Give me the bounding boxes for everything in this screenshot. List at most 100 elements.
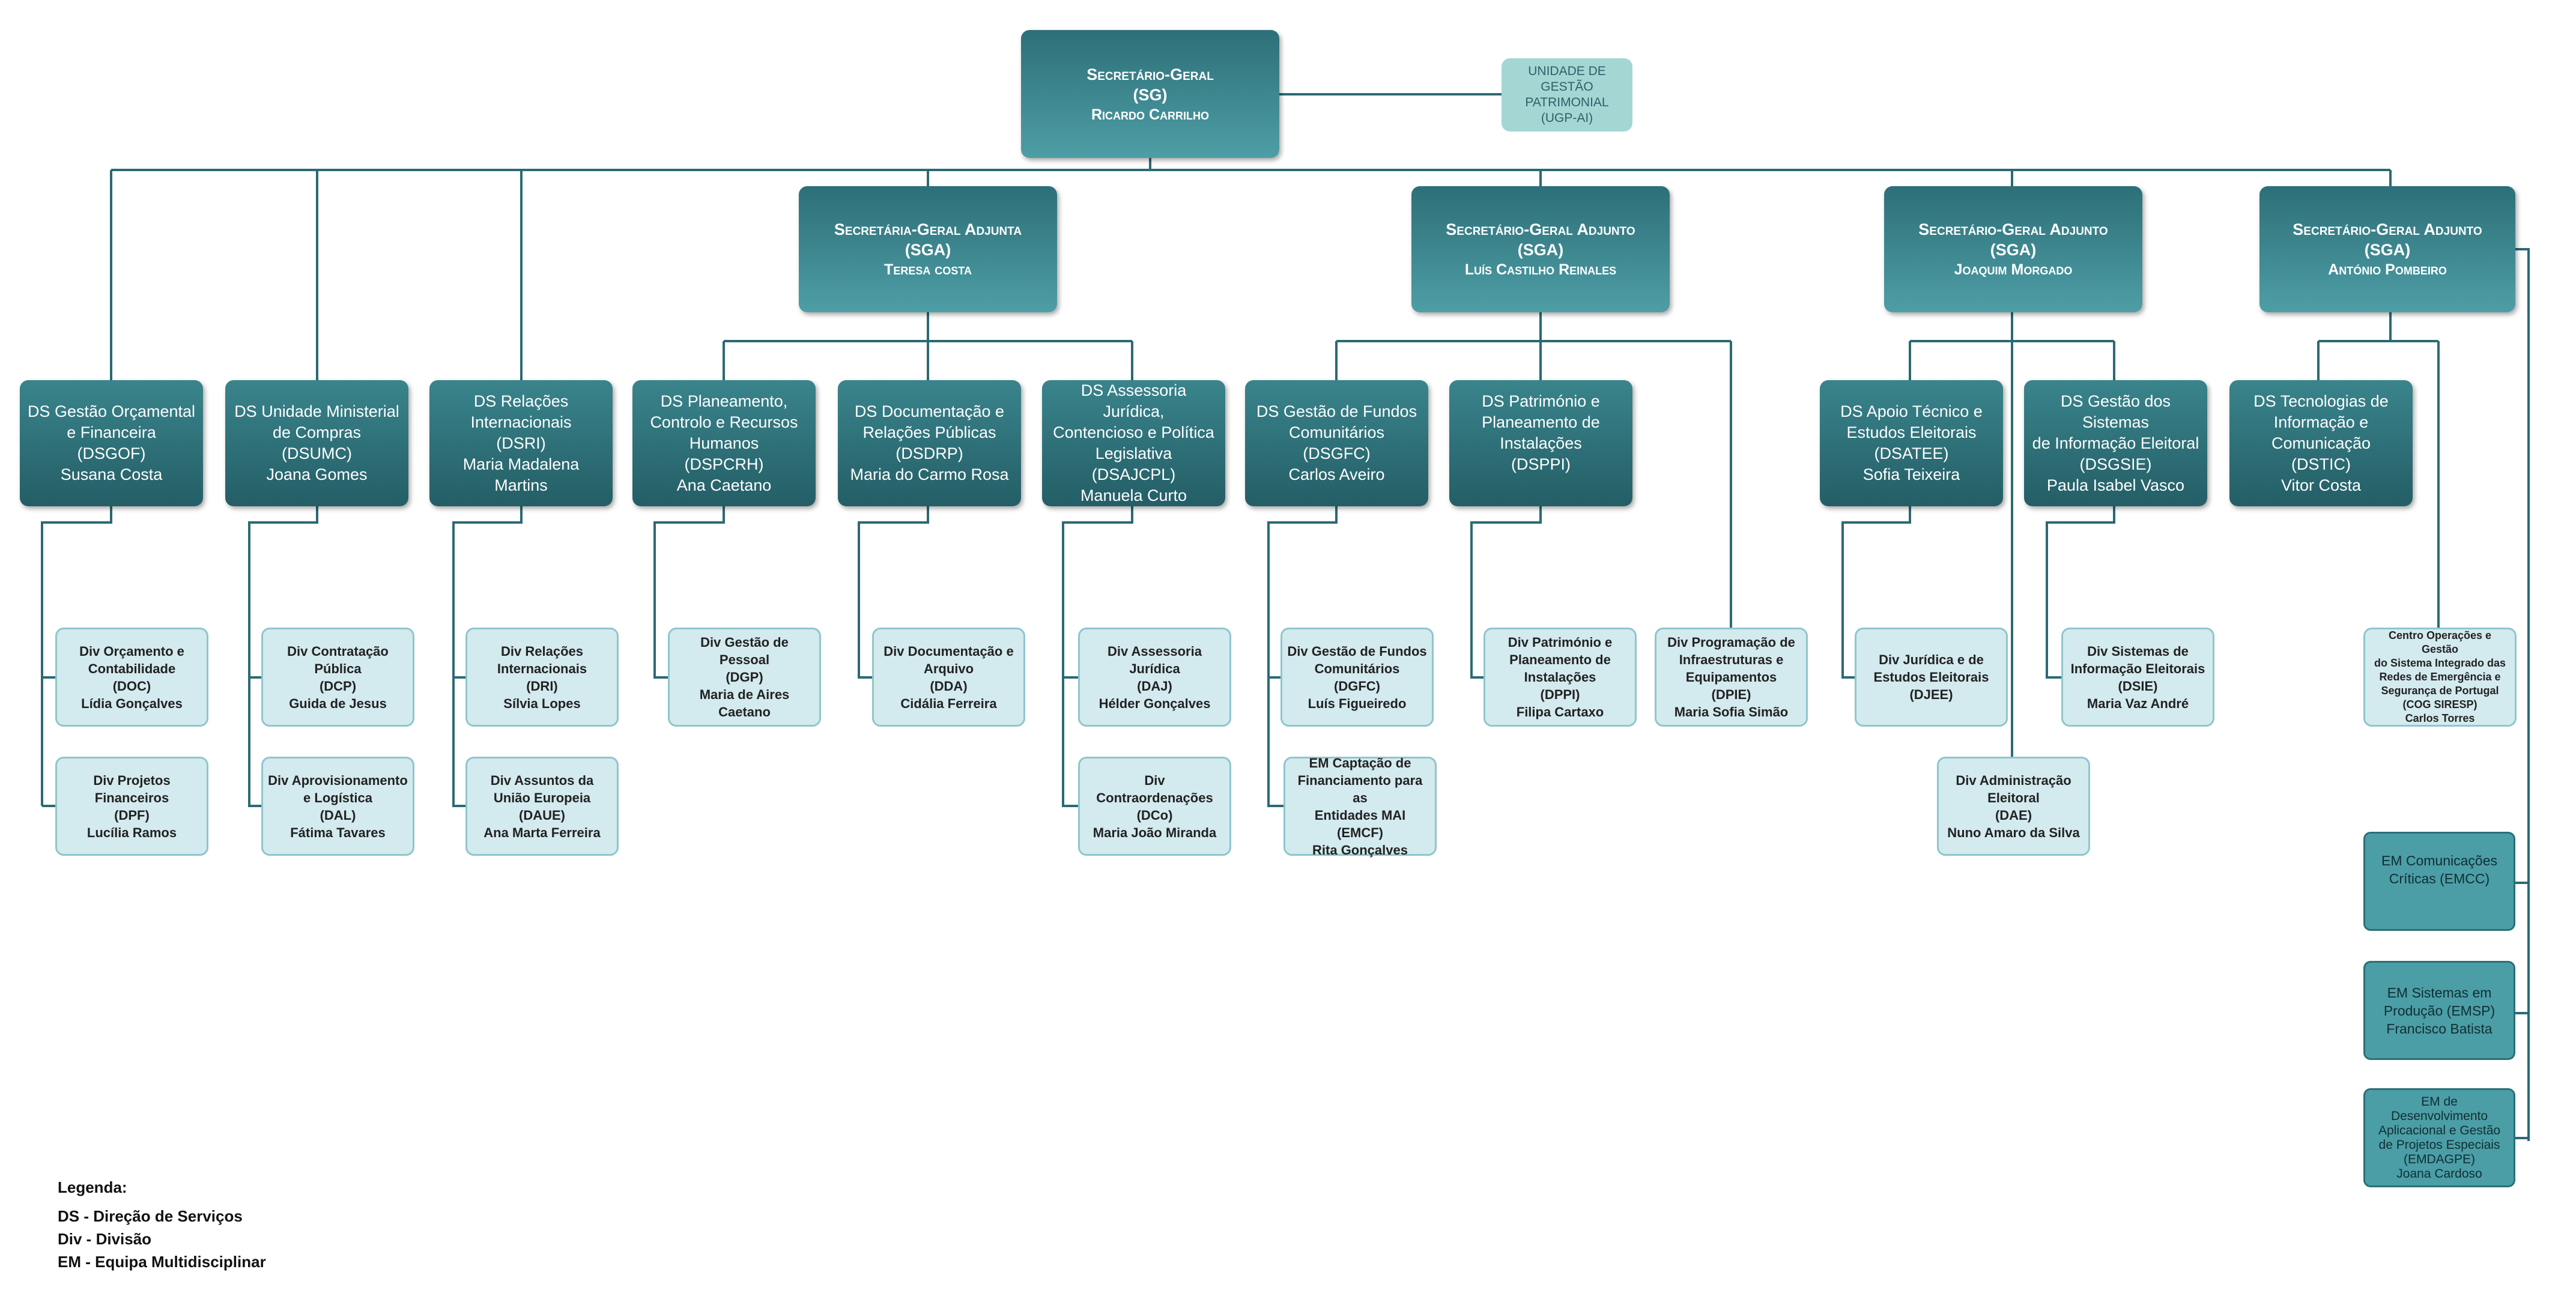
div-box-dco: Div Contraordenações (DCo) Maria João Mi… bbox=[1078, 757, 1231, 856]
div-line: (DPF) bbox=[114, 807, 150, 823]
div-box-dppi: Div Património e Planeamento de Instalaç… bbox=[1483, 628, 1637, 727]
ds-line: Internacionais bbox=[470, 413, 572, 431]
ds-line: DS Assessoria Jurídica, bbox=[1080, 381, 1187, 420]
ds-line: DS Apoio Técnico e bbox=[1840, 402, 1983, 420]
div-line: Planeamento de bbox=[1509, 652, 1611, 667]
ds-line: Martins bbox=[494, 476, 548, 494]
div-line: Informação Eleitorais bbox=[2070, 661, 2205, 676]
ds-line: Relações Públicas bbox=[862, 423, 996, 441]
div-line: Div Programação de bbox=[1667, 635, 1795, 650]
div-box-emcf: EM Captação de Financiamento para as Ent… bbox=[1283, 755, 1437, 858]
ds-line: Carlos Aveiro bbox=[1288, 465, 1385, 483]
ds-box-dsdrp: DS Documentação e Relações Públicas (DSD… bbox=[838, 380, 1021, 506]
ugp-line: GESTÃO bbox=[1541, 80, 1593, 94]
div-line: (EMCF) bbox=[1337, 825, 1383, 840]
ds-box-dsatee: DS Apoio Técnico e Estudos Eleitorais (D… bbox=[1820, 380, 2003, 506]
sga-box-antonio-pombeiro: Secretário-Geral Adjunto (SGA) António P… bbox=[2259, 186, 2515, 312]
div-line: Contabilidade bbox=[88, 661, 176, 676]
ds-box-dsgfc: DS Gestão de Fundos Comunitários (DSGFC)… bbox=[1245, 380, 1428, 506]
em-line: Aplicacional e Gestão bbox=[2378, 1123, 2501, 1137]
div-box-daue: Div Assuntos da União Europeia (DAUE) An… bbox=[465, 757, 619, 856]
div-line: Div Património e bbox=[1508, 635, 1613, 650]
div-line: Lídia Gonçalves bbox=[81, 695, 183, 711]
div-line: Fátima Tavares bbox=[290, 825, 386, 840]
div-box-dri: Div Relações Internacionais (DRI) Sílvia… bbox=[465, 628, 619, 727]
sga-acronym: (SGA) bbox=[1517, 241, 1564, 259]
div-line: Arquivo bbox=[923, 661, 974, 676]
div-line: Div Relações bbox=[501, 643, 583, 659]
ds-line: e Financeira bbox=[67, 423, 156, 441]
div-line: (DPPI) bbox=[1540, 687, 1580, 702]
div-line: Maria de Aires Caetano bbox=[699, 687, 790, 719]
sg-name: Ricardo Carrilho bbox=[1091, 106, 1210, 123]
ds-line: Maria Madalena bbox=[462, 455, 580, 473]
em-line: EM Sistemas em bbox=[2387, 984, 2492, 1001]
div-line: Div Aprovisionamento bbox=[268, 772, 408, 788]
div-line: (DPIE) bbox=[1711, 687, 1751, 702]
div-line: e Logística bbox=[303, 790, 372, 805]
div-box-dcp: Div Contratação Pública (DCP) Guida de J… bbox=[261, 628, 414, 727]
ds-box-dsumc: DS Unidade Ministerial de Compras (DSUMC… bbox=[225, 380, 408, 506]
div-line: (DOC) bbox=[112, 678, 151, 694]
div-line: (DCo) bbox=[1136, 807, 1173, 823]
div-line: (DGFC) bbox=[1334, 678, 1380, 694]
ds-line: Informação e bbox=[2273, 413, 2369, 431]
div-box-dal: Div Aprovisionamento e Logística (DAL) F… bbox=[261, 757, 414, 856]
div-box-doc: Div Orçamento e Contabilidade (DOC) Lídi… bbox=[55, 628, 208, 727]
div-line: Guida de Jesus bbox=[289, 695, 387, 711]
sga-name: Joaquim Morgado bbox=[1954, 261, 2073, 278]
div-line: Ana Marta Ferreira bbox=[483, 825, 601, 840]
legend-item: EM - Equipa Multidisciplinar bbox=[58, 1253, 266, 1271]
ds-line: Contencioso e Política bbox=[1053, 423, 1214, 441]
div-line: Cidália Ferreira bbox=[900, 695, 997, 711]
ds-line: Instalações bbox=[1500, 434, 1582, 452]
ds-line: de Informação Eleitoral bbox=[2032, 434, 2199, 452]
div-line: Div Sistemas de bbox=[2087, 643, 2189, 659]
div-line: Div Documentação e bbox=[883, 643, 1014, 659]
sg-acronym: (SG) bbox=[1133, 85, 1168, 104]
sga-box-teresa-costa: Secretária-Geral Adjunta (SGA) Teresa co… bbox=[799, 186, 1057, 312]
ds-line: DS Gestão dos Sistemas bbox=[2060, 392, 2171, 431]
ds-line: (DSGOF) bbox=[77, 444, 146, 462]
div-box-cog-siresp: Centro Operações e Gestão do Sistema Int… bbox=[2363, 628, 2517, 727]
em-line: Críticas (EMCC) bbox=[2389, 871, 2490, 886]
ds-line: Comunicação bbox=[2271, 434, 2371, 452]
div-box-dsie: Div Sistemas de Informação Eleitorais (D… bbox=[2061, 628, 2214, 727]
sg-title: Secretário-Geral bbox=[1086, 65, 1214, 83]
ds-line: DS Relações bbox=[473, 392, 569, 410]
ds-line: Paula Isabel Vasco bbox=[2046, 476, 2185, 494]
div-line: (DDA) bbox=[930, 678, 968, 694]
ds-line: (DSGSIE) bbox=[2079, 455, 2152, 473]
div-line: Sílvia Lopes bbox=[503, 695, 581, 711]
ds-box-dspcrh: DS Planeamento, Controlo e Recursos Huma… bbox=[632, 380, 816, 506]
ds-line: DS Tecnologias de bbox=[2253, 392, 2389, 410]
div-line: Div Orçamento e bbox=[79, 643, 184, 659]
div-line: Entidades MAI bbox=[1314, 807, 1406, 823]
ds-line: (DSAJCPL) bbox=[1091, 465, 1176, 483]
ds-line: (DSGFC) bbox=[1303, 444, 1371, 462]
ds-box-dsri: DS Relações Internacionais (DSRI) Maria … bbox=[429, 380, 613, 506]
ugp-line: PATRIMONIAL bbox=[1525, 95, 1609, 109]
ds-line: DS Unidade Ministerial bbox=[234, 402, 399, 420]
div-line: Div Gestão de Fundos bbox=[1287, 643, 1427, 659]
em-line: Francisco Batista bbox=[2386, 1020, 2493, 1037]
div-line: Segurança de Portugal bbox=[2381, 685, 2499, 697]
ds-line: Joana Gomes bbox=[266, 465, 368, 483]
ds-line: (DSATEE) bbox=[1874, 444, 1949, 462]
div-line: Equipamentos bbox=[1685, 670, 1777, 685]
sga-acronym: (SGA) bbox=[2364, 241, 2411, 259]
ds-line: DS Património e bbox=[1482, 392, 1600, 410]
div-line: Centro Operações e Gestão bbox=[2388, 629, 2492, 655]
ds-line: (DSPPI) bbox=[1511, 455, 1571, 473]
div-line: Filipa Cartaxo bbox=[1516, 704, 1604, 719]
div-line: Instalações bbox=[1524, 670, 1596, 685]
div-line: (DAE) bbox=[1995, 807, 2032, 823]
div-line: Lucília Ramos bbox=[86, 825, 177, 840]
em-box-emcc: EM Comunicações Críticas (EMCC) bbox=[2363, 832, 2515, 931]
ds-line: Controlo e Recursos bbox=[650, 413, 798, 431]
ds-line: Ana Caetano bbox=[676, 476, 772, 494]
ds-line: de Compras bbox=[272, 423, 362, 441]
em-line: Joana Cardoso bbox=[2396, 1166, 2482, 1181]
div-line: União Europeia bbox=[493, 790, 591, 805]
div-line: Rita Gonçalves bbox=[1312, 842, 1408, 858]
